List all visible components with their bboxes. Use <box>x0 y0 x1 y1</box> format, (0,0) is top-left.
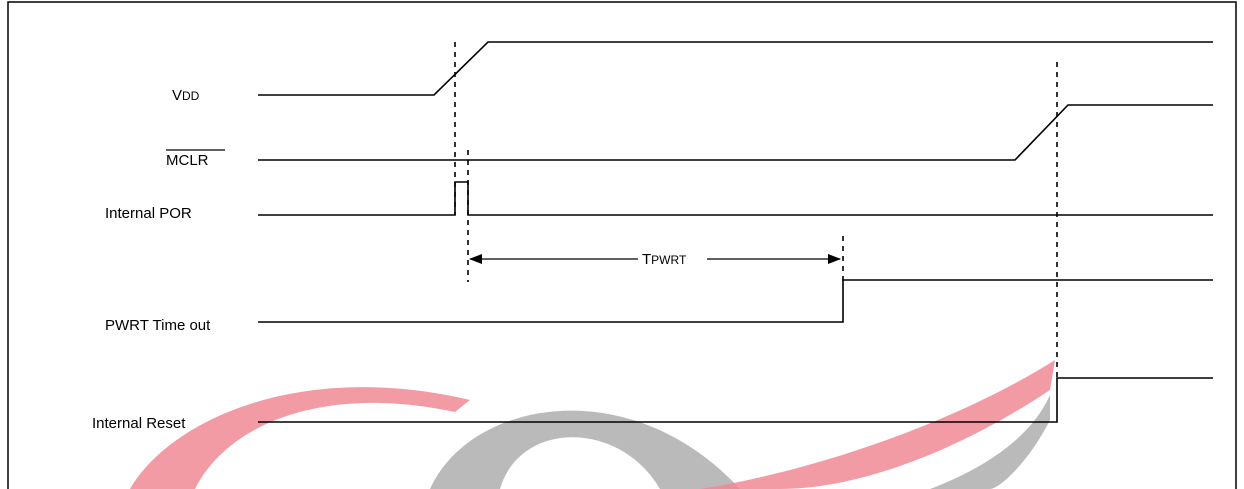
arrow-right-icon <box>828 254 841 264</box>
watermark-logo <box>130 360 1055 489</box>
diagram-frame <box>7 1 1237 489</box>
reset-waveform <box>258 377 1213 423</box>
pwrt-waveform <box>258 279 1213 323</box>
mclr-label: MCLR <box>166 152 209 169</box>
mclr-waveform <box>258 104 1213 161</box>
arrow-left-icon <box>469 254 482 264</box>
pwrt-label: PWRT Time out <box>105 317 211 334</box>
vdd-waveform <box>258 41 1213 96</box>
vdd-label: VDD <box>172 87 200 104</box>
tpwrt-label: TPWRT <box>642 251 687 268</box>
tpwrt-timing-arrow: TPWRT <box>469 251 841 268</box>
reset-label: Internal Reset <box>92 415 186 432</box>
por-label: Internal POR <box>105 205 192 222</box>
por-waveform <box>258 181 1213 216</box>
